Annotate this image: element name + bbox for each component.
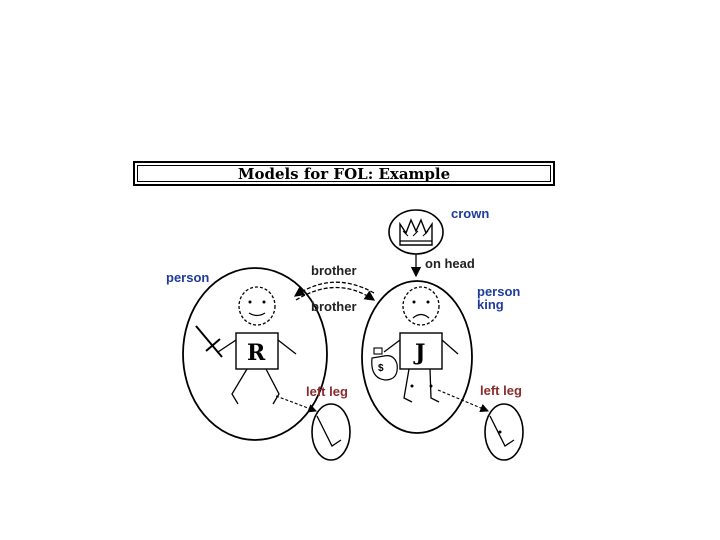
richard-figure (196, 287, 296, 404)
person-label-left: person (166, 270, 209, 285)
left-leg-2-ellipse (485, 404, 523, 460)
crown-object (389, 210, 443, 254)
left-leg-label-1: left leg (306, 384, 348, 399)
john-letter: J (413, 340, 425, 366)
left-leg-1-ellipse (312, 404, 350, 460)
king-label: king (477, 297, 504, 312)
brother-label-top: brother (311, 263, 357, 278)
on-head-label: on head (425, 256, 475, 271)
richard-letter: R (247, 340, 266, 366)
left-leg-label-2: left leg (480, 383, 522, 398)
money-symbol: $ (378, 363, 384, 374)
brother-label-bottom: brother (311, 299, 357, 314)
crown-label: crown (451, 206, 489, 221)
